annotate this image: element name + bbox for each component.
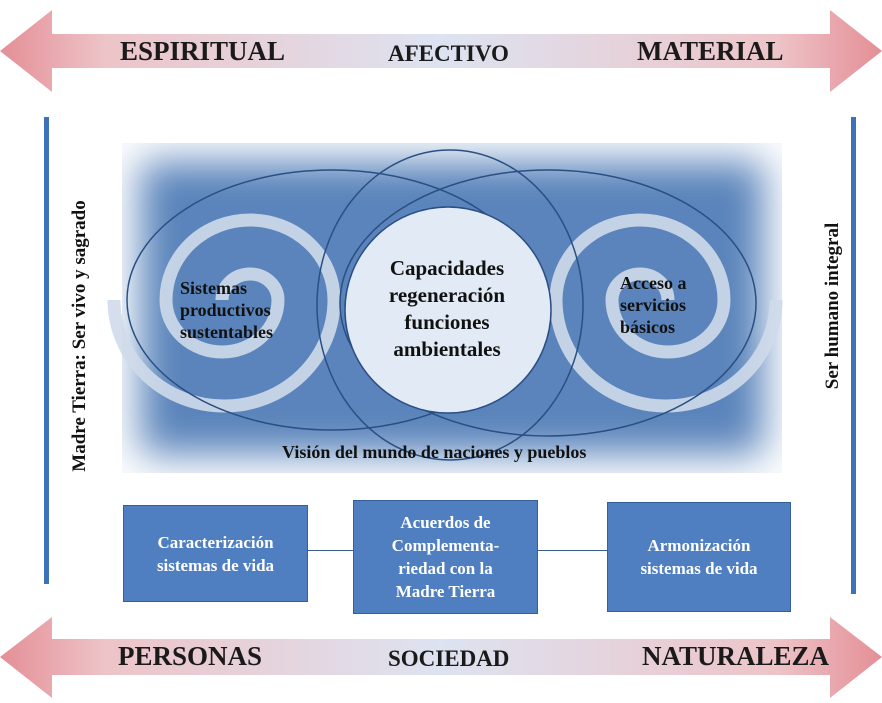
top-double-arrow (0, 10, 882, 92)
right-ellipse (339, 169, 757, 437)
center-circle-text: Capacidades regeneración funciones ambie… (388, 256, 506, 361)
right-spiral (549, 213, 783, 413)
bottom-right-label: NATURALEZA (642, 641, 830, 671)
top-center-label: AFECTIVO (388, 41, 509, 66)
connector-left (307, 550, 354, 551)
panel-caption: Visión del mundo de naciones y pueblos (282, 442, 587, 462)
top-right-label: MATERIAL (637, 36, 784, 66)
left-spiral (107, 213, 341, 413)
right-circle-text: Acceso a servicios básicos (620, 273, 687, 337)
bottom-double-arrow (0, 617, 882, 698)
connector-right (537, 550, 608, 551)
left-vertical-bar (44, 117, 49, 584)
bottom-left-label: PERSONAS (118, 641, 263, 671)
outer-center-circle (316, 149, 584, 461)
top-left-label: ESPIRITUAL (120, 36, 286, 66)
right-vertical-bar (851, 117, 856, 594)
bottom-center-label: SOCIEDAD (388, 646, 510, 671)
left-circle-text: Sistemas productivos sustentables (180, 278, 274, 342)
center-circle (344, 206, 552, 414)
